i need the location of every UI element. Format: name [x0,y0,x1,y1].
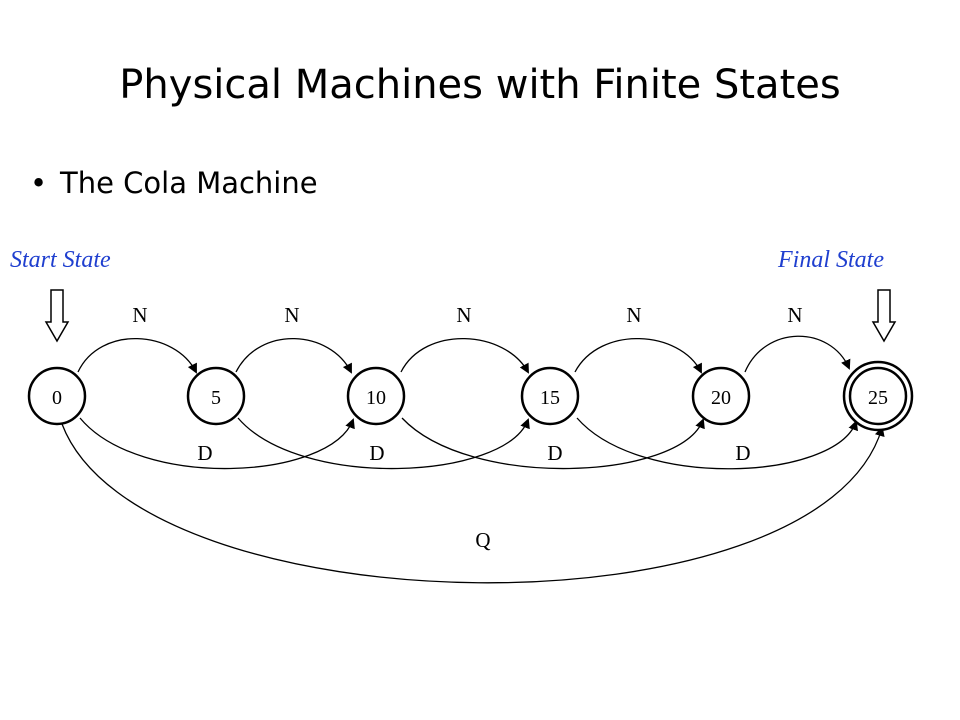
edge-n-15-20 [574,337,702,374]
edge-label-d: D [369,441,384,465]
edge-n-20-25 [744,335,851,373]
edge-label-d: D [547,441,562,465]
final-state-label: Final State [777,247,884,273]
final-state-node: 25 [842,360,914,432]
edge-label-n: N [132,303,147,327]
edge-n-10-15 [400,337,529,374]
state-label: 15 [540,387,560,409]
state-label: 5 [211,387,221,409]
start-arrow-icon [44,289,70,343]
state-label: 25 [868,387,888,409]
state-node: 20 [691,366,751,426]
state-node: 5 [186,366,246,426]
edge-label-d: D [197,441,212,465]
slide-title: Physical Machines with Finite States [119,62,841,108]
state-label: 20 [711,387,731,409]
bullet-text: The Cola Machine [60,166,318,200]
edge-d-10-20 [401,417,705,470]
edge-n-0-5 [77,337,197,374]
edge-n-5-10 [235,337,352,374]
state-node: 10 [346,366,406,426]
edge-label-q: Q [475,528,490,552]
start-state-label: Start State [10,247,111,273]
state-label: 0 [52,387,62,409]
edge-label-n: N [284,303,299,327]
edge-q-0-25 [61,423,885,584]
final-arrow-icon [871,289,897,343]
edge-label-d: D [735,441,750,465]
edge-d-5-15 [237,417,530,470]
bullet-item: • The Cola Machine [30,166,318,200]
edge-d-15-25 [576,417,858,470]
bullet-dot-icon: • [30,166,48,200]
state-label: 10 [366,387,386,409]
edge-label-n: N [787,303,802,327]
edge-label-n: N [626,303,641,327]
edge-d-0-10 [79,417,355,470]
edge-label-n: N [456,303,471,327]
state-node: 15 [520,366,580,426]
state-node: 0 [27,366,87,426]
